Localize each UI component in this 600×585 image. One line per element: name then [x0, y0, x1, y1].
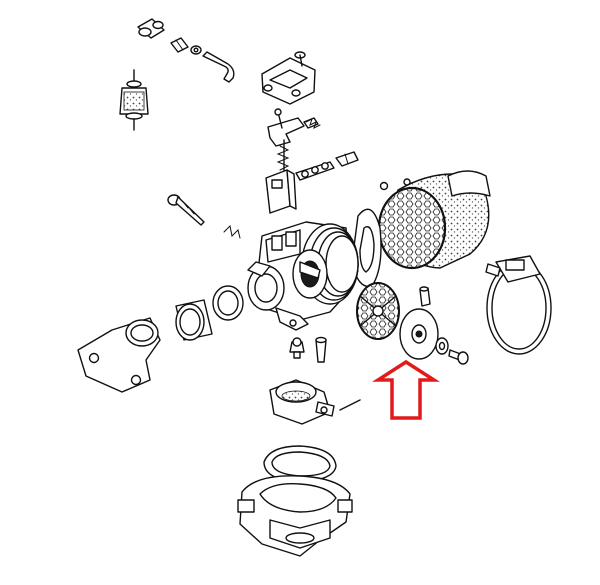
air-filter-element-part [377, 170, 491, 270]
throttle-lever-part [267, 108, 319, 147]
carburetor-body-part [247, 221, 359, 331]
throttle-pin-part [339, 399, 361, 411]
fuel-pipe-part [202, 51, 235, 83]
mixture-screw-part [167, 194, 205, 226]
float-chamber-cover-part [261, 51, 316, 105]
breather-banjo-fitting-part [399, 286, 439, 360]
needle-jet-part [315, 336, 327, 363]
filter-adapter-part [351, 208, 382, 288]
return-spring-part [276, 139, 290, 173]
filter-cap-part [137, 18, 165, 39]
intake-manifold-part [77, 317, 161, 393]
mixture-spring-part [223, 224, 241, 239]
intake-tube-part [175, 299, 213, 341]
up-arrow-icon [372, 359, 440, 420]
throttle-sleeve-part [269, 379, 335, 425]
intake-gasket-part [212, 285, 244, 321]
fuel-block-part [265, 169, 297, 214]
idle-screw-assembly-part [295, 151, 359, 181]
hose-clamp-part [485, 255, 552, 355]
banjo-bolt-part [435, 337, 469, 365]
diaphragm-disc-part [356, 282, 400, 340]
main-jet-part [289, 337, 305, 359]
float-bowl-part [237, 475, 353, 557]
small-spring-part [305, 118, 321, 129]
inline-fuel-filter-part [119, 69, 149, 131]
top-screw-set [170, 37, 202, 55]
